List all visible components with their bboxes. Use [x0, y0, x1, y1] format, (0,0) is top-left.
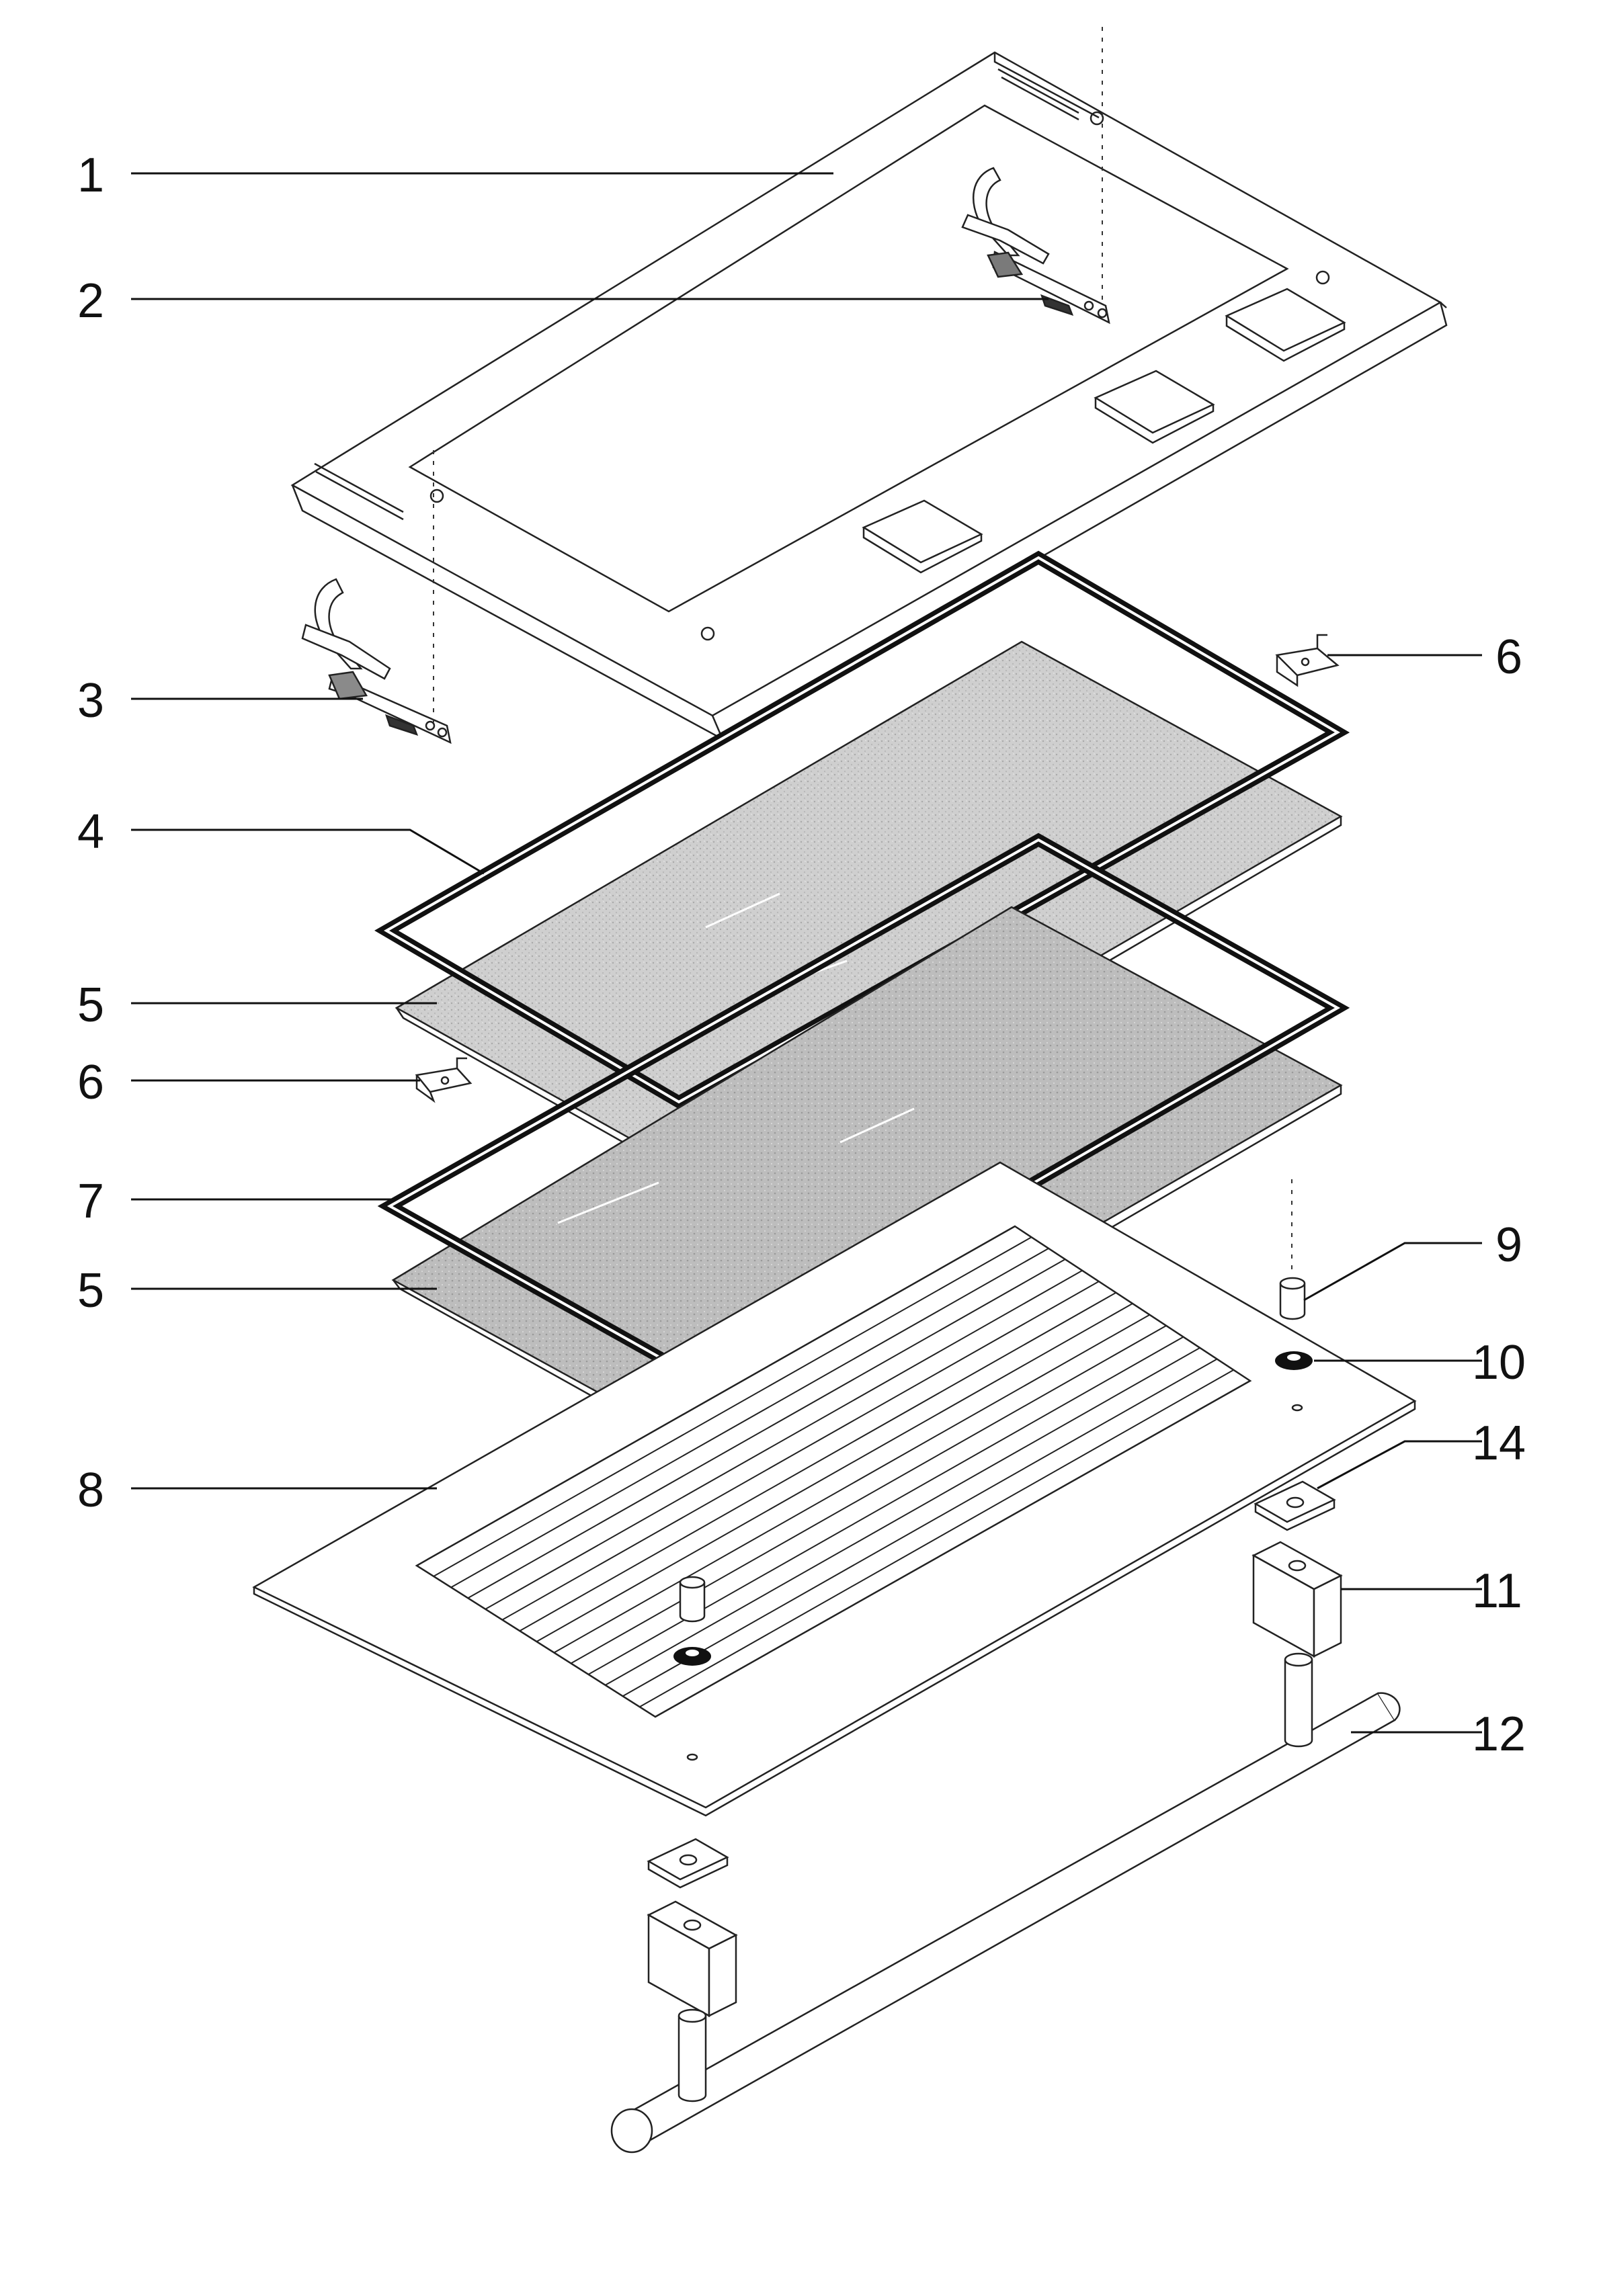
callout-6-left: 6 — [77, 1056, 104, 1109]
callout-5-lower: 5 — [77, 1264, 104, 1318]
callout-9: 9 — [1495, 1218, 1522, 1272]
top-panel — [290, 51, 1448, 740]
callout-10: 10 — [1472, 1336, 1526, 1390]
callout-1: 1 — [77, 148, 104, 202]
callout-5-upper: 5 — [77, 978, 104, 1032]
callout-2: 2 — [77, 274, 104, 328]
callout-14: 14 — [1472, 1416, 1526, 1470]
callout-8: 8 — [77, 1463, 104, 1517]
leader-14 — [1317, 1440, 1482, 1490]
washer-right — [1275, 1351, 1313, 1370]
leader-9 — [1303, 1242, 1482, 1302]
handle-bracket-right — [1251, 1541, 1343, 1658]
callout-11: 11 — [1472, 1564, 1522, 1618]
hinge-upper — [961, 167, 1110, 325]
clip-right — [1275, 634, 1340, 687]
leader-lines — [131, 172, 1482, 1734]
stud-left — [679, 1576, 706, 1623]
spacer-plate-right — [1254, 1480, 1336, 1531]
callout-labels: 1 2 3 4 5 5 6 6 7 8 9 10 11 12 14 — [77, 148, 1526, 1761]
hinge-lower — [301, 578, 452, 745]
clip-left — [415, 1057, 473, 1103]
spacer-plate-left — [647, 1838, 729, 1889]
callout-7: 7 — [77, 1175, 104, 1228]
stud-right — [1279, 1277, 1306, 1320]
leader-4 — [131, 828, 485, 875]
callout-3: 3 — [77, 674, 104, 728]
callout-4: 4 — [77, 805, 104, 859]
callout-12: 12 — [1472, 1707, 1526, 1761]
callout-6-right: 6 — [1495, 630, 1522, 684]
seal-frame-upper — [374, 550, 1350, 1109]
handle-bracket-left — [647, 1900, 738, 2018]
handle-bar — [610, 1652, 1401, 2154]
washer-left — [673, 1647, 711, 1666]
